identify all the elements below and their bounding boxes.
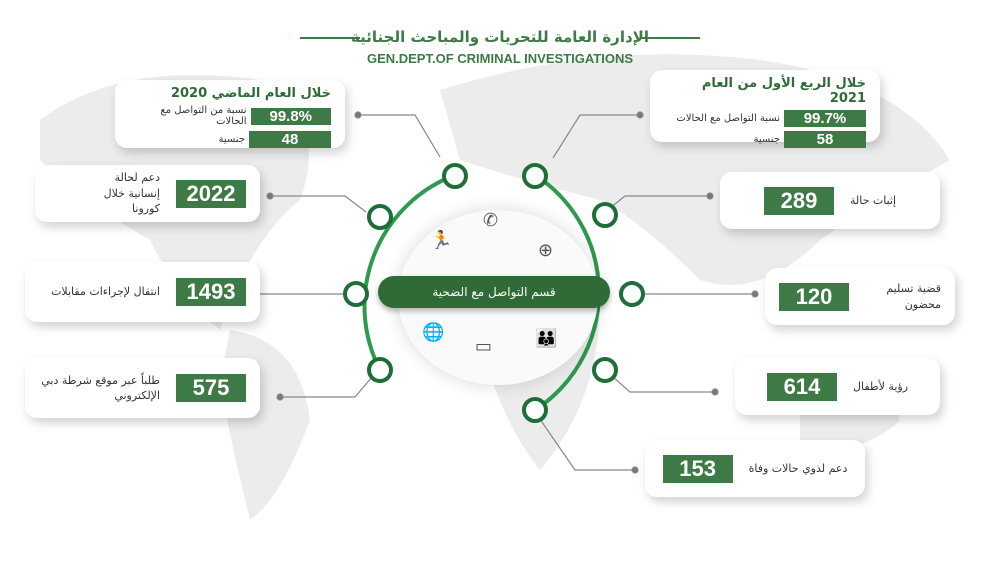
stat-card-right-2: 614 رؤية لأطفال	[735, 358, 940, 415]
stat-card-right-0: 289 إثبات حالة	[720, 172, 940, 229]
header-title-en: GEN.DEPT.OF CRIMINAL INVESTIGATIONS	[366, 51, 634, 66]
globe-icon: 🌐	[422, 322, 445, 343]
stat-card-left-1: 1493 انتقال لإجراءات مقابلات	[25, 262, 260, 322]
nationalities-label: جنسية	[218, 134, 246, 145]
stat-card-right-1: 120 قضية تسليم محضون	[765, 268, 955, 325]
ornament-right	[640, 37, 700, 39]
stat-value: 575	[176, 374, 246, 402]
phone-icon: ✆	[483, 210, 499, 231]
header-title-ar: الإدارة العامة للتحريات والمباحث الجنائي…	[351, 28, 649, 46]
stat-label: قضية تسليم محضون	[886, 282, 941, 311]
stat-label: رؤية لأطفال	[852, 379, 909, 393]
stat-value: 614	[766, 372, 837, 401]
stat-value: 289	[763, 186, 834, 215]
stat-label: دعم لحالة إنسانية خلال كورونا	[103, 171, 160, 216]
rate-value: 99.7%	[784, 110, 866, 127]
nationalities-label: جنسية	[753, 134, 781, 145]
center-label: قسم التواصل مع الضحية	[378, 276, 610, 308]
globe-person-icon: ⊕	[538, 240, 554, 261]
summary-2021-card: خلال الربع الأول من العام 2021 99.7% نسبة…	[650, 70, 880, 148]
rate-label: نسبة التواصل مع الحالات	[676, 113, 780, 124]
running-person-icon: 🏃	[430, 230, 453, 251]
stat-card-right-3: 153 دعم لذوي حالات وفاة	[645, 440, 865, 497]
nationalities-value: 48	[249, 131, 331, 148]
stat-card-left-0: 2022 دعم لحالة إنسانية خلال كورونا	[35, 165, 260, 222]
stat-label: إثبات حالة	[849, 193, 897, 207]
family-icon: 👪	[535, 328, 558, 349]
rate-value: 99.8%	[250, 107, 331, 125]
stat-label: دعم لذوي حالات وفاة	[748, 461, 848, 475]
stat-value: 153	[662, 454, 733, 483]
ornament-left	[300, 37, 360, 39]
nationalities-value: 58	[784, 131, 866, 148]
stat-value: 1493	[176, 278, 246, 306]
video-call-icon: ▭	[475, 336, 493, 357]
rate-label: نسبة من التواصل مع الحالات	[160, 105, 247, 127]
stat-value: 2022	[176, 179, 246, 208]
summary-2020-card: خلال العام الماضي 2020 99.8%نسبة من التو…	[115, 80, 345, 148]
summary-2021-heading: خلال الربع الأول من العام 2021	[701, 76, 866, 106]
summary-2020-heading: خلال العام الماضي 2020	[170, 86, 331, 101]
stat-card-left-2: 575 طلباً عبر موقع شرطة دبي الإلكتروني	[25, 358, 260, 418]
stat-value: 120	[779, 282, 849, 311]
stat-label: طلباً عبر موقع شرطة دبي الإلكتروني	[41, 373, 160, 402]
stat-label: انتقال لإجراءات مقابلات	[51, 285, 160, 299]
